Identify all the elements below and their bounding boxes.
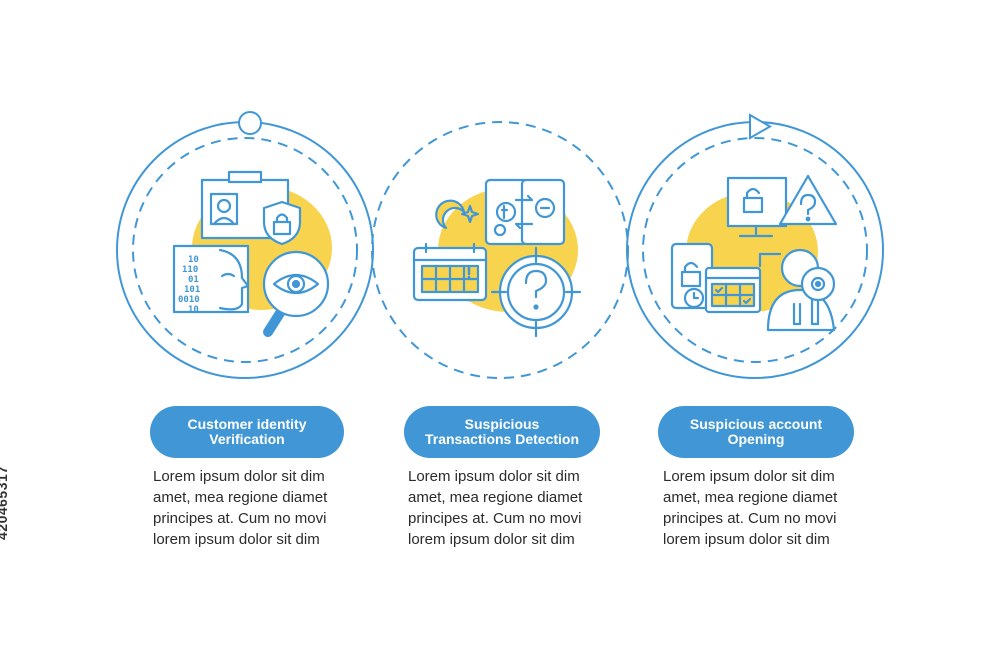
play-arrow-icon <box>749 113 773 140</box>
binary-line: 01 <box>188 275 199 285</box>
step-1-description: Lorem ipsum dolor sit dim amet, mea regi… <box>153 468 328 548</box>
step-2-title: Suspicious Transactions Detection <box>404 406 600 458</box>
binary-line: 10 <box>188 255 199 265</box>
transaction-detection-icon <box>412 178 582 338</box>
binary-code: 10 110 01 101 0010 10 <box>178 255 200 315</box>
step-3-title: Suspicious account Opening <box>658 406 854 458</box>
step-3-description: Lorem ipsum dolor sit dim amet, mea regi… <box>663 468 838 548</box>
stock-id: 420465317 <box>0 465 10 540</box>
binary-line: 101 <box>184 285 200 295</box>
start-node-icon <box>238 111 262 135</box>
step-1-title: Customer identity Verification <box>150 406 344 458</box>
account-opening-icon <box>670 174 838 332</box>
step-2-description: Lorem ipsum dolor sit dim amet, mea regi… <box>408 468 583 548</box>
step-3-circle <box>626 113 884 379</box>
binary-line: 10 <box>188 305 199 315</box>
id-verification-icon <box>172 170 332 337</box>
step-1-circle <box>116 111 374 379</box>
binary-line: 110 <box>182 265 198 275</box>
binary-line: 0010 <box>178 295 200 305</box>
